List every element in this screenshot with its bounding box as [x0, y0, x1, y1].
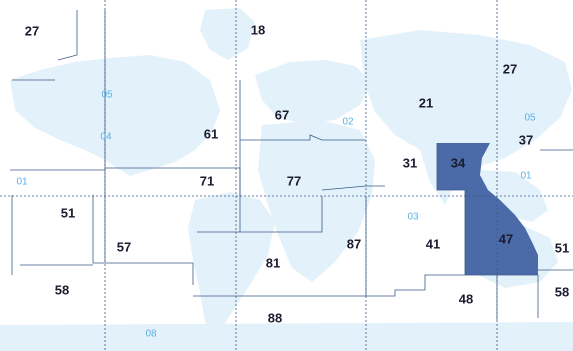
zone-label-01-east: 01 [520, 170, 532, 182]
land-north-america [10, 55, 220, 176]
zone-label-03: 03 [407, 211, 419, 223]
land-europe [255, 60, 372, 124]
area-label-77: 77 [286, 173, 302, 189]
area-label-58-west: 58 [54, 282, 70, 298]
area-label-81: 81 [265, 255, 281, 271]
area-label-37: 37 [518, 132, 534, 148]
area-label-34: 34 [450, 155, 466, 171]
area-label-58-east: 58 [554, 284, 570, 300]
land-asia [360, 30, 572, 168]
zone-label-05-east: 05 [524, 112, 536, 124]
area-34-fill [437, 143, 490, 190]
zone-label-04: 04 [100, 131, 112, 143]
area-label-51-west: 51 [60, 205, 76, 221]
land-africa [258, 120, 375, 282]
area-label-57: 57 [116, 239, 132, 255]
land-south-america [188, 192, 275, 335]
area-label-18: 18 [250, 22, 266, 38]
zone-label-02: 02 [342, 116, 354, 128]
area-label-51-east: 51 [554, 240, 570, 256]
area-47-fill [465, 190, 538, 275]
zone-label-05-west: 05 [101, 89, 113, 101]
area-label-21: 21 [418, 95, 434, 111]
area-label-41: 41 [425, 236, 441, 252]
zone-label-01-west: 01 [16, 176, 28, 188]
area-label-31: 31 [402, 155, 418, 171]
area-label-87: 87 [346, 236, 362, 252]
land-antarctica [0, 322, 573, 351]
area-label-71: 71 [199, 173, 215, 189]
highlighted-areas [437, 143, 538, 275]
area-label-27-east: 27 [502, 61, 518, 77]
area-label-27-west: 27 [24, 23, 40, 39]
area-label-88: 88 [267, 310, 283, 326]
area-label-48: 48 [458, 291, 474, 307]
area-label-61: 61 [203, 126, 219, 142]
area-label-67: 67 [274, 107, 290, 123]
land-greenland [200, 8, 255, 60]
zone-label-08: 08 [145, 328, 157, 340]
area-label-47: 47 [498, 231, 514, 247]
